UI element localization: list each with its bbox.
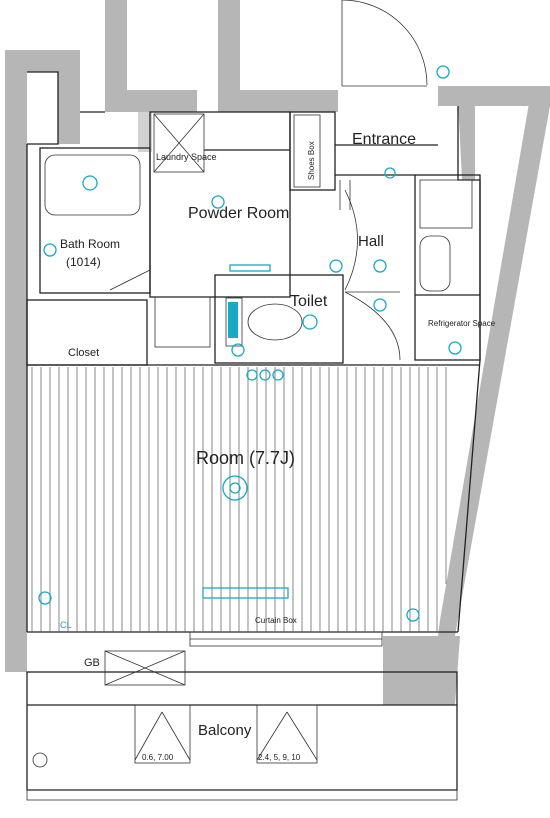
cl-label: CL bbox=[60, 620, 72, 630]
gb-label: GB bbox=[84, 657, 100, 669]
walls bbox=[5, 0, 550, 705]
closet-label: Closet bbox=[68, 347, 99, 359]
vent-right-label: 2.4, 5, 9, 10 bbox=[258, 753, 301, 762]
powder-room-label: Powder Room bbox=[188, 205, 289, 222]
shoes-box-label: Shoes Box bbox=[307, 141, 316, 180]
room-label: Room (7.7J) bbox=[196, 448, 295, 468]
partitions bbox=[26, 0, 481, 801]
balcony-label: Balcony bbox=[198, 722, 252, 739]
bath-size-label: (1014) bbox=[66, 255, 101, 269]
labels: Entrance Shoes Box Laundry Space Powder … bbox=[60, 131, 496, 762]
refrigerator-space-label: Refrigerator Space bbox=[428, 319, 496, 328]
toilet-label: Toilet bbox=[290, 293, 328, 310]
annotations bbox=[38, 65, 462, 622]
bath-room-label: Bath Room bbox=[60, 237, 120, 251]
entrance-label: Entrance bbox=[352, 131, 416, 148]
curtain-box-label: Curtain Box bbox=[255, 616, 297, 625]
vent-left-label: 0.6, 7.00 bbox=[142, 753, 174, 762]
hall-label: Hall bbox=[358, 233, 384, 250]
laundry-space-label: Laundry Space bbox=[156, 152, 217, 162]
